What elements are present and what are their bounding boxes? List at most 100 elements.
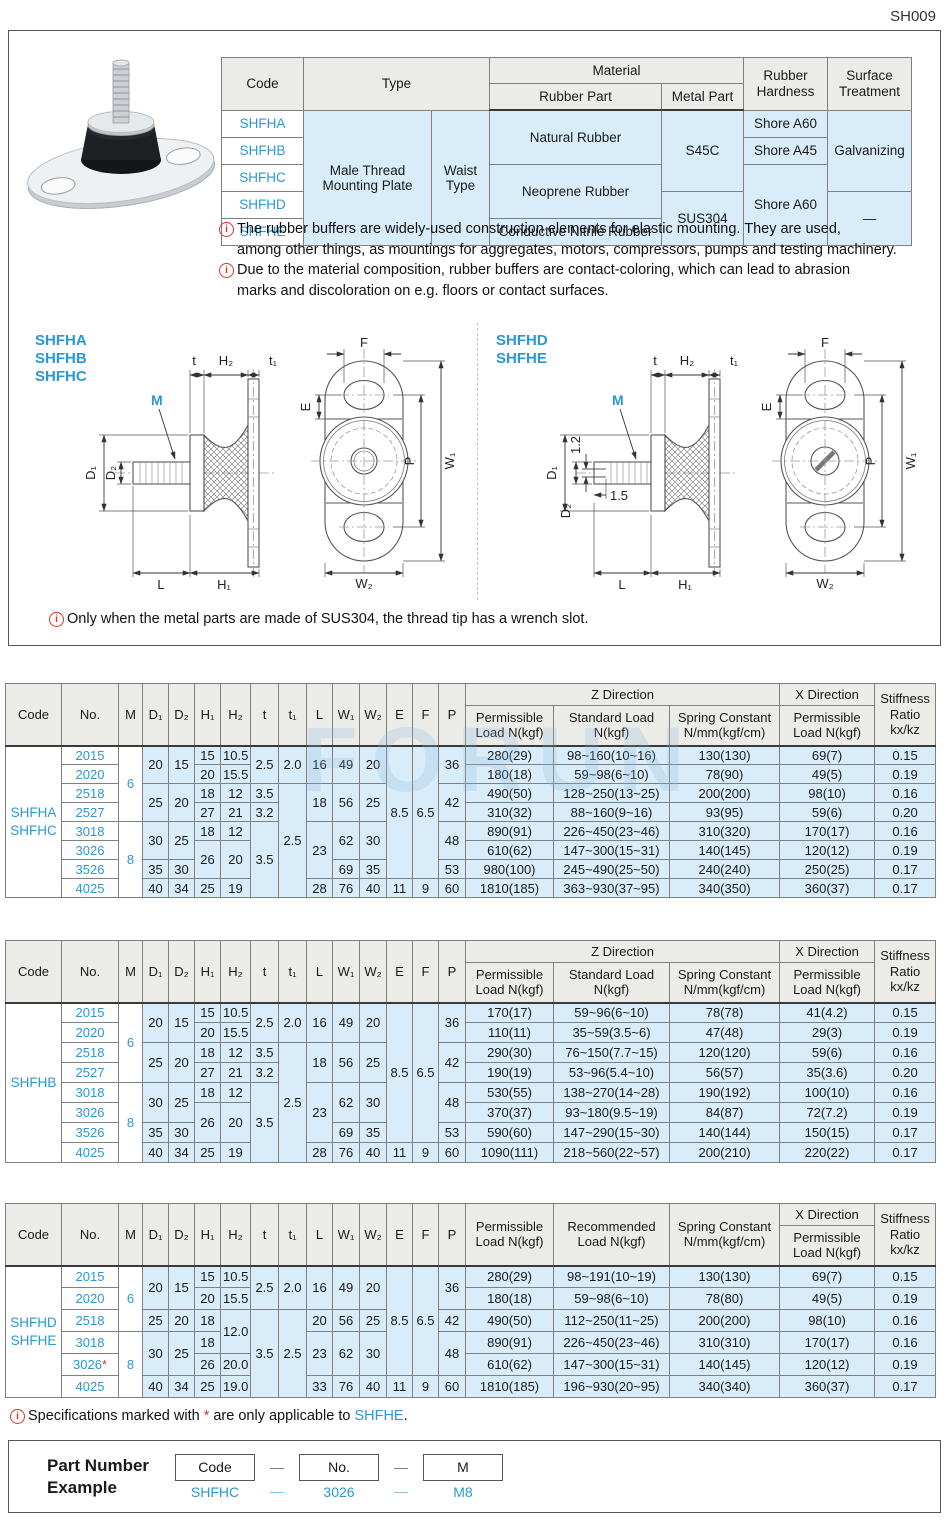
part-number-cell[interactable]: 4025 — [61, 1142, 119, 1163]
spec-value-cell: 42 — [438, 783, 466, 822]
spec-value-cell: 69(7) — [779, 1264, 875, 1288]
spec-value-cell: 200(210) — [668, 1142, 781, 1163]
spec-value-cell: 147~300(15~31) — [553, 840, 670, 860]
part-number-cell[interactable]: 2518 — [61, 1309, 119, 1332]
spec-value-cell: 6 — [118, 744, 143, 822]
code-link[interactable]: SHFHE — [221, 217, 304, 246]
spec-value-cell: 78(90) — [668, 764, 781, 784]
spec-value-cell: 245~490(25~50) — [553, 859, 670, 879]
spec-value-cell: 23 — [306, 1331, 333, 1376]
part-number-cell[interactable]: 2518 — [61, 1042, 119, 1063]
spec-value-cell: 0.17 — [874, 878, 937, 898]
spec-header-cell: Permissible Load N(kgf) — [465, 962, 554, 1003]
spec-header-cell: No. — [61, 683, 119, 746]
spec-header-cell: D₁ — [142, 1203, 169, 1266]
part-number-cell[interactable]: 3018 — [61, 1082, 119, 1103]
spec-value-cell: 30 — [359, 821, 387, 860]
part-number-cell[interactable]: 3026 — [61, 1102, 119, 1123]
spec-header-cell: W₁ — [332, 683, 360, 746]
part-number-cell[interactable]: 2527 — [61, 802, 119, 822]
code-link[interactable]: SHFHC — [221, 163, 304, 192]
spec-value-cell: 15 — [168, 1264, 195, 1310]
dim-label-w2: W₂ — [816, 576, 833, 591]
metal-material-cell: SUS304 — [661, 190, 744, 246]
document-code: SH009 — [890, 8, 936, 25]
spec-value-cell: 1810(185) — [465, 1375, 554, 1398]
note-mid: are only applicable to — [209, 1408, 355, 1424]
part-number-cell[interactable]: 3526 — [61, 1122, 119, 1143]
spec-value-cell: 360(37) — [779, 1375, 875, 1398]
spec-value-cell: 290(30) — [465, 1042, 554, 1063]
part-number-cell[interactable]: 2518 — [61, 783, 119, 803]
code-link[interactable]: SHFHD — [221, 190, 304, 219]
spec-value-cell: 29(3) — [779, 1022, 876, 1043]
dim-label-h2: H₂ — [219, 353, 233, 368]
note-text: Due to the material composition, rubber … — [237, 262, 851, 299]
spec-value-cell: 12 — [220, 783, 251, 803]
spec-value-cell: 3.5 — [250, 1042, 279, 1063]
spec-value-cell: 170(17) — [779, 1331, 875, 1354]
overview-header-surface: Surface Treatment — [827, 57, 912, 111]
part-number-cell[interactable]: 3526 — [61, 859, 119, 879]
dim-label-slot-width: 1.2 — [568, 436, 583, 454]
part-number-cell[interactable]: 3026 — [61, 840, 119, 860]
spec-header-cell: Z Direction — [464, 683, 781, 706]
part-number-cell[interactable]: 2020 — [61, 764, 119, 784]
rubber-material-cell: Neoprene Rubber — [489, 163, 662, 219]
spec-header-cell: Standard Load N(kgf) — [553, 705, 670, 746]
spec-value-cell: 610(62) — [465, 1353, 554, 1376]
spec-value-cell: 76 — [332, 1375, 360, 1398]
spec-value-cell: 890(91) — [465, 1331, 554, 1354]
part-number-cell[interactable]: 3018 — [61, 1331, 119, 1354]
part-number-cell[interactable]: 3018 — [61, 821, 119, 841]
spec-value-cell: 20 — [359, 1264, 387, 1310]
spec-value-cell: 363~930(37~95) — [553, 878, 670, 898]
spec-header-cell: Permissible Load N(kgf) — [465, 1203, 554, 1266]
part-number-cell[interactable]: 3026* — [61, 1353, 119, 1376]
code-link[interactable]: SHFHB — [221, 136, 304, 165]
part-number-cell[interactable]: 4025 — [61, 878, 119, 898]
spec-value-cell: 20.0 — [220, 1353, 251, 1376]
spec-value-cell: 25 — [359, 1042, 387, 1083]
part-number-cell[interactable]: 2015 — [61, 744, 119, 765]
spec-value-cell: 41(4.2) — [779, 1001, 876, 1023]
spec-value-cell: 180(18) — [465, 764, 554, 784]
spec-value-cell: 6.5 — [412, 744, 439, 879]
part-number-cell[interactable]: 2527 — [61, 1062, 119, 1083]
part-number-cell[interactable]: 4025 — [61, 1375, 119, 1398]
spec-value-cell: 12 — [220, 821, 251, 841]
spec-value-cell: 93~180(9.5~19) — [553, 1102, 670, 1123]
spec-value-cell: 25 — [142, 1042, 169, 1083]
spec-header-cell: L — [306, 1203, 333, 1266]
spec-value-cell: 59~96(6~10) — [553, 1001, 670, 1023]
spec-value-cell: 18 — [194, 1082, 221, 1103]
spec-value-cell: 140(145) — [668, 840, 781, 860]
part-field-no: No. — [299, 1453, 379, 1481]
part-number-cell[interactable]: 2020 — [61, 1287, 119, 1310]
spec-value-cell: 20 — [194, 1287, 221, 1310]
code-link[interactable]: SHFHA — [221, 109, 304, 138]
spec-value-cell: 196~930(20~95) — [553, 1375, 670, 1398]
spec-value-cell: 0.19 — [874, 1102, 937, 1123]
spec-header-cell: X Direction — [779, 683, 876, 706]
spec-value-cell: 21 — [220, 802, 251, 822]
spec-value-cell: 53~96(5.4~10) — [553, 1062, 670, 1083]
part-number-cell[interactable]: 2015 — [61, 1264, 119, 1288]
overview-header-metal-part: Metal Part — [661, 83, 744, 111]
spec-header-cell: Spring Constant N/mm(kgf/cm) — [668, 705, 781, 746]
spec-value-cell: 0.16 — [874, 1331, 936, 1354]
spec-value-cell: 2.0 — [278, 1001, 307, 1043]
spec-value-cell: 110(11) — [465, 1022, 554, 1043]
spec-value-cell: 98(10) — [779, 783, 876, 803]
part-number-cell[interactable]: 2020 — [61, 1022, 119, 1043]
spec-value-cell: 8 — [118, 1082, 143, 1163]
spec-value-cell: 56 — [332, 783, 360, 822]
part-number-cell[interactable]: 2015 — [61, 1001, 119, 1023]
dim-label-t1: t₁ — [269, 353, 278, 368]
spec-value-cell: 0.17 — [874, 1122, 937, 1143]
part-field-code: Code — [175, 1453, 255, 1481]
spec-value-cell: 15.5 — [220, 764, 251, 784]
code-link[interactable]: SHFHE — [354, 1408, 404, 1424]
spec-value-cell: 112~250(11~25) — [553, 1309, 670, 1332]
